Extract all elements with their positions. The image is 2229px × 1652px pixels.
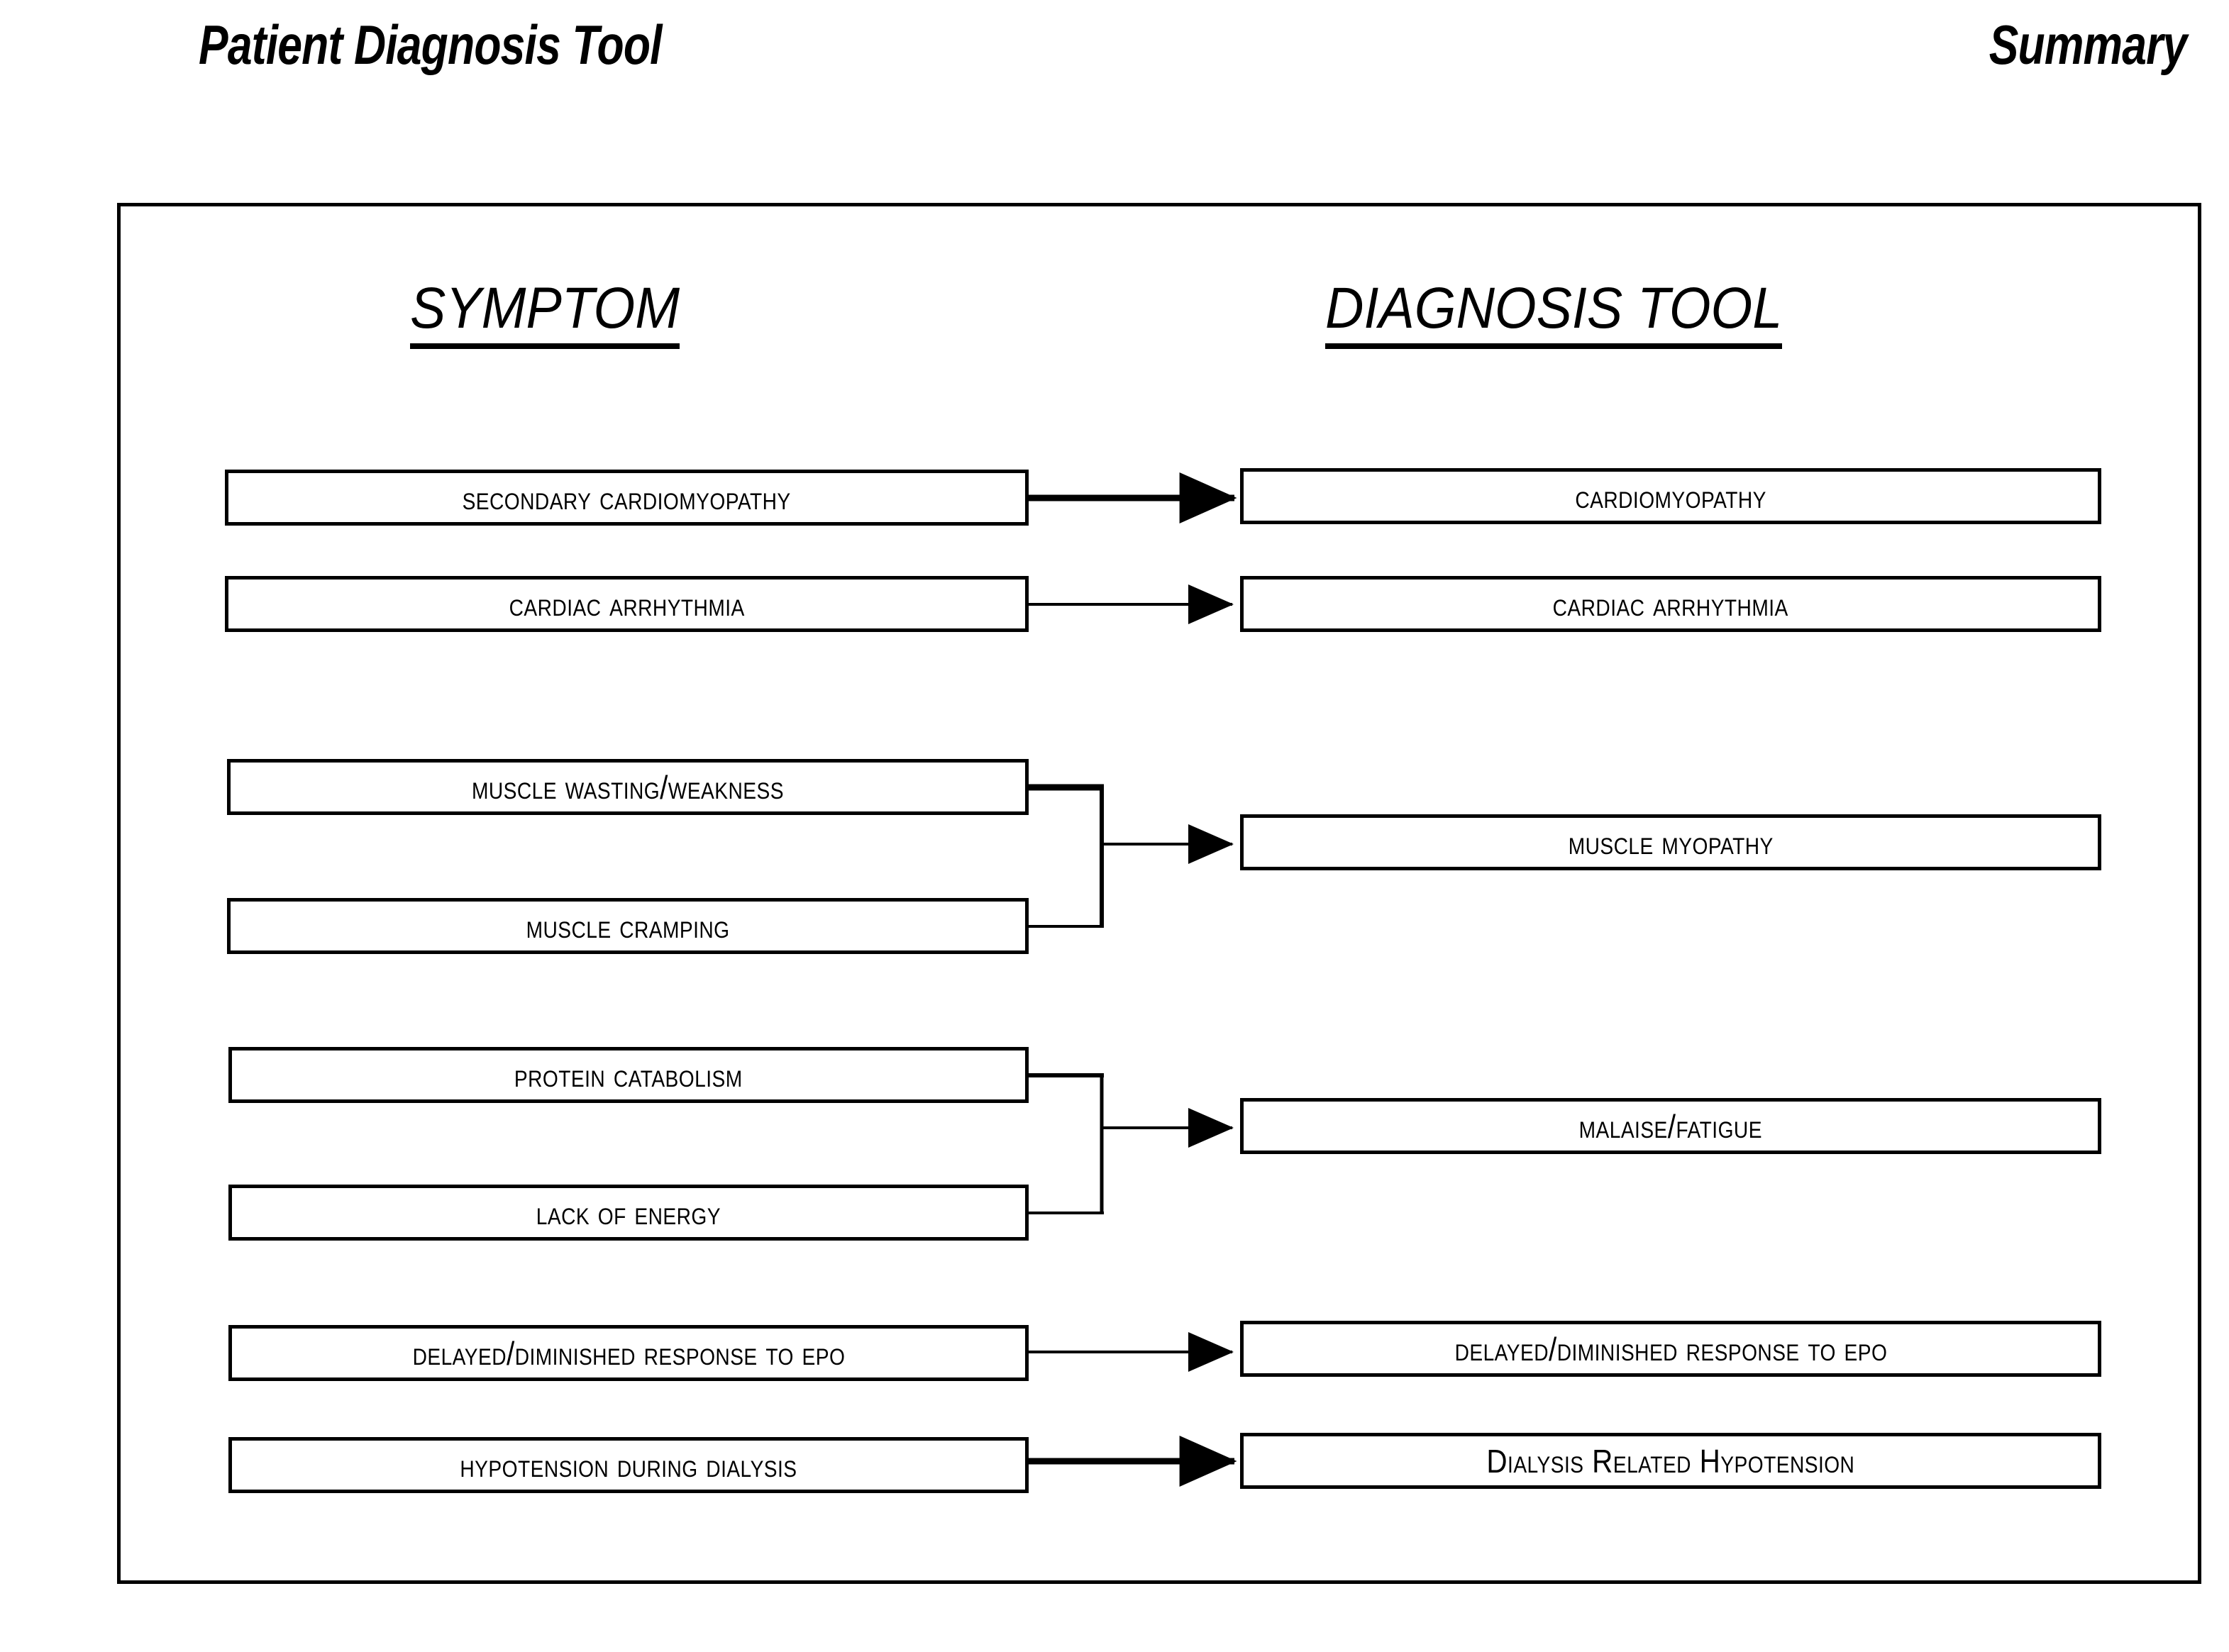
symptom-label: Secondary cardiomyopathy <box>462 479 792 516</box>
symptom-box-lack-of-energy[interactable]: Lack of energy <box>228 1185 1029 1241</box>
column-heading-symptom: SYMPTOM <box>410 275 680 349</box>
symptom-label: Hypotension during dialysis <box>460 1446 797 1484</box>
diagnosis-label: Delayed/diminished response to EPO <box>1454 1330 1887 1368</box>
symptom-box-delayed-diminished-response-to-epo[interactable]: Delayed/diminished response to EPO <box>228 1325 1029 1381</box>
diagnosis-box-dialysis-related-hypotension[interactable]: Dialysis Related Hypotension <box>1240 1433 2101 1489</box>
diagnosis-box-malaise-fatigue[interactable]: Malaise/Fatigue <box>1240 1098 2101 1154</box>
diagnosis-box-muscle-myopathy[interactable]: Muscle myopathy <box>1240 814 2101 870</box>
symptom-label: Lack of energy <box>536 1194 721 1231</box>
symptom-box-muscle-cramping[interactable]: Muscle cramping <box>227 898 1029 954</box>
page-title: Patient Diagnosis Tool <box>199 13 662 76</box>
symptom-label: Muscle cramping <box>526 907 730 945</box>
symptom-box-protein-catabolism[interactable]: Protein catabolism <box>228 1047 1029 1103</box>
symptom-label: Protein catabolism <box>514 1056 743 1094</box>
diagnosis-label: Dialysis Related Hypotension <box>1486 1442 1855 1480</box>
symptom-label: Delayed/diminished response to EPO <box>412 1334 845 1372</box>
corner-label: Summary <box>1989 13 2187 76</box>
symptom-box-secondary-cardiomyopathy[interactable]: Secondary cardiomyopathy <box>225 470 1029 526</box>
diagnosis-box-delayed-diminished-response-to-epo[interactable]: Delayed/diminished response to EPO <box>1240 1321 2101 1377</box>
column-heading-diagnosis-tool: DIAGNOSIS TOOL <box>1325 275 1783 349</box>
diagnosis-label: Malaise/Fatigue <box>1578 1107 1763 1145</box>
diagnosis-label: Cardiac arrhythmia <box>1552 585 1789 623</box>
symptom-label: Cardiac arrhythmia <box>509 585 745 623</box>
symptom-box-muscle-wasting-weakness[interactable]: Muscle wasting/weakness <box>227 759 1029 815</box>
diagnosis-box-cardiac-arrhythmia[interactable]: Cardiac arrhythmia <box>1240 576 2101 632</box>
symptom-box-cardiac-arrhythmia[interactable]: Cardiac arrhythmia <box>225 576 1029 632</box>
symptom-box-hypotension-during-dialysis[interactable]: Hypotension during dialysis <box>228 1437 1029 1493</box>
symptom-label: Muscle wasting/weakness <box>472 768 784 806</box>
diagnosis-box-cardiomyopathy[interactable]: Cardiomyopathy <box>1240 468 2101 524</box>
diagnosis-label: Cardiomyopathy <box>1575 477 1766 515</box>
diagnosis-label: Muscle myopathy <box>1568 824 1774 861</box>
